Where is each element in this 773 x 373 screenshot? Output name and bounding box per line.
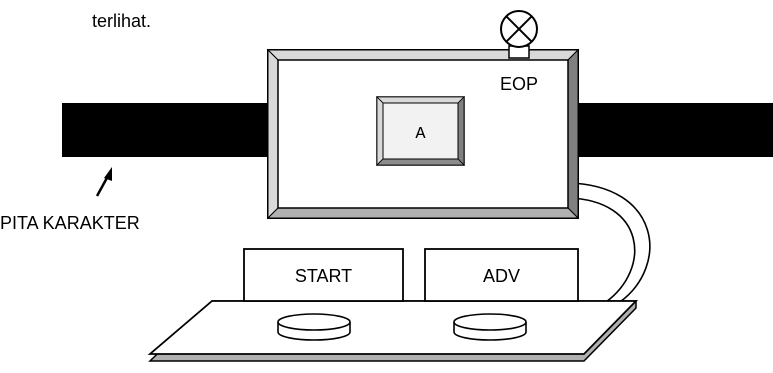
caption-text: terlihat. <box>92 11 151 31</box>
tape-right <box>562 103 773 157</box>
eop-label: EOP <box>500 74 538 94</box>
adv-label: ADV <box>483 266 520 286</box>
display-character: A <box>415 125 426 144</box>
control-base <box>150 301 636 361</box>
tape-label: PITA KARAKTER <box>0 213 140 233</box>
start-label: START <box>295 266 352 286</box>
arrow-icon <box>97 167 112 196</box>
display-window: A <box>377 97 464 165</box>
adv-button[interactable] <box>454 314 526 340</box>
cable-outer <box>568 183 650 302</box>
start-button[interactable] <box>278 314 350 340</box>
tape-left <box>62 103 278 157</box>
